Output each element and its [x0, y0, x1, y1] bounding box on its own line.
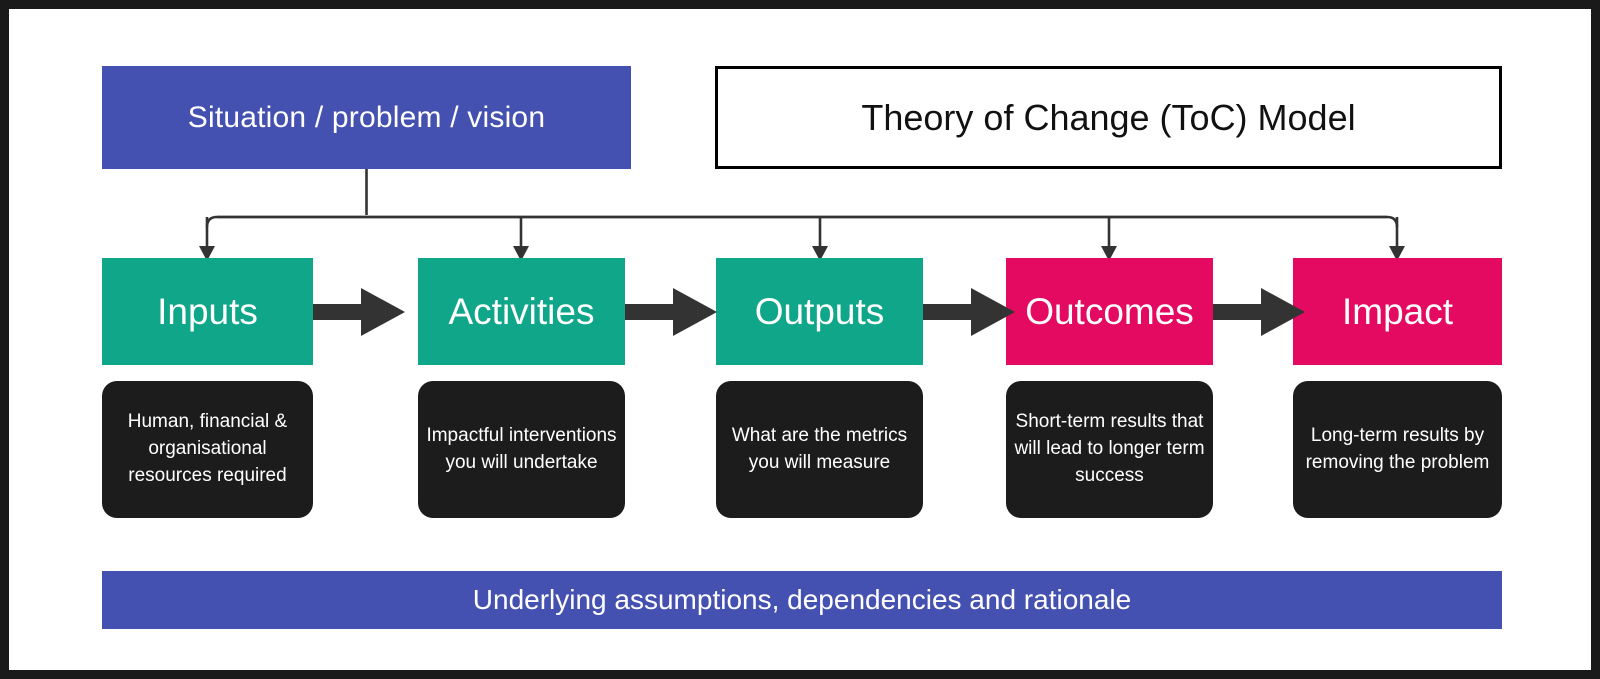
stage-box-inputs[interactable]: Inputs [102, 258, 313, 365]
stage-description-text-impact: Long-term results by removing the proble… [1305, 424, 1490, 473]
stage-label-activities: Activities [448, 291, 595, 332]
underlying-assumptions-label: Underlying assumptions, dependencies and… [472, 584, 1132, 615]
stage-label-outputs: Outputs [754, 291, 885, 332]
stage-column-outcomes: Outcomes Short-term results that will le… [1006, 258, 1213, 518]
stage-description-outputs: What are the metrics you will measure [716, 381, 923, 518]
situation-problem-vision-box: Situation / problem / vision [102, 66, 631, 169]
stage-description-text-outcomes: Short-term results that will lead to lon… [1014, 411, 1205, 486]
flow-arrow-activities-to-outputs [625, 288, 717, 336]
stage-column-inputs: Inputs Human, financial & organisational… [102, 258, 313, 518]
stage-column-impact: Impact Long-term results by removing the… [1293, 258, 1502, 518]
underlying-assumptions-bar: Underlying assumptions, dependencies and… [102, 571, 1502, 629]
stage-description-text-outputs: What are the metrics you will measure [731, 424, 908, 473]
stage-description-text-activities: Impactful interventions you will underta… [426, 424, 617, 473]
stage-column-activities: Activities Impactful interventions you w… [418, 258, 625, 518]
flow-arrow-outcomes-to-impact [1213, 288, 1305, 336]
situation-problem-vision-label: Situation / problem / vision [187, 100, 546, 134]
flow-arrow-inputs-to-activities [313, 288, 405, 336]
page-title: Theory of Change (ToC) Model [861, 96, 1356, 138]
stage-description-outcomes: Short-term results that will lead to lon… [1006, 381, 1213, 518]
stage-box-outputs[interactable]: Outputs [716, 258, 923, 365]
flow-arrow-outputs-to-outcomes [923, 288, 1015, 336]
stage-description-inputs: Human, financial & organisational resour… [102, 381, 313, 518]
diagram-inner-frame: Situation / problem / vision Theory of C… [9, 9, 1591, 670]
stage-label-impact: Impact [1341, 291, 1454, 332]
diagram-title-box: Theory of Change (ToC) Model [715, 66, 1502, 169]
stage-description-activities: Impactful interventions you will underta… [418, 381, 625, 518]
stage-box-activities[interactable]: Activities [418, 258, 625, 365]
stage-column-outputs: Outputs What are the metrics you will me… [716, 258, 923, 518]
stage-description-impact: Long-term results by removing the proble… [1293, 381, 1502, 518]
stage-label-inputs: Inputs [157, 291, 258, 332]
stage-label-outcomes: Outcomes [1025, 291, 1194, 332]
stage-box-outcomes[interactable]: Outcomes [1006, 258, 1213, 365]
stage-box-impact[interactable]: Impact [1293, 258, 1502, 365]
stage-description-text-inputs: Human, financial & organisational resour… [127, 411, 288, 486]
